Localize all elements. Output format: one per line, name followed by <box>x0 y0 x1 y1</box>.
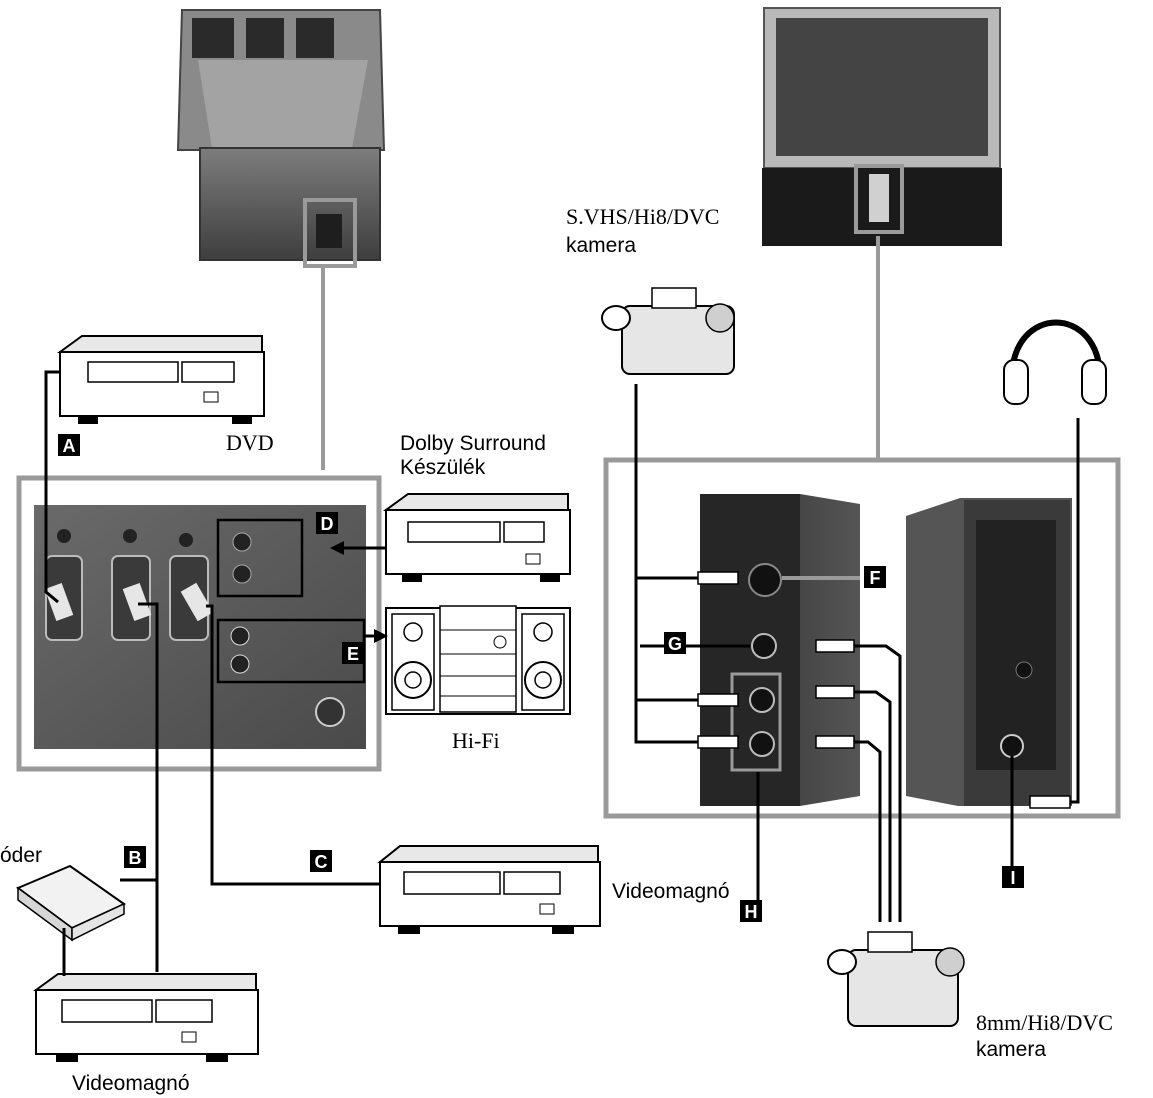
badge-g: G <box>664 632 686 654</box>
svg-text:C: C <box>315 852 328 872</box>
tv-rear-view <box>176 9 386 268</box>
left-cables <box>44 370 388 976</box>
badge-e: E <box>342 642 364 664</box>
rear-connector-panel <box>34 505 366 749</box>
svg-text:F: F <box>870 568 881 588</box>
svg-text:E: E <box>347 644 359 664</box>
right-cables <box>634 384 1080 922</box>
badge-f: F <box>864 566 886 588</box>
8mm-camcorder <box>827 931 965 1027</box>
label-svhs-line1: S.VHS/Hi8/DVC <box>566 204 719 229</box>
video-recorder-c <box>377 845 601 934</box>
label-videomagno-b: Videomagnó <box>72 1072 190 1095</box>
label-videomagno-c: Videomagnó <box>612 880 730 903</box>
side-panel-frame <box>603 457 1121 819</box>
label-hifi: Hi-Fi <box>452 728 500 753</box>
rear-panel-frame <box>16 475 382 772</box>
label-dolby-line1: Dolby Surround <box>400 432 546 455</box>
label-8mm-line1: 8mm/Hi8/DVC <box>976 1010 1113 1035</box>
svg-text:G: G <box>668 634 682 654</box>
dolby-surround-device <box>382 493 571 582</box>
label-8mm-line2: kamera <box>976 1038 1046 1061</box>
svhs-camcorder <box>601 287 735 375</box>
badge-d: D <box>316 512 338 534</box>
svg-text:H: H <box>745 902 758 922</box>
badge-b: B <box>124 846 146 868</box>
video-recorder-b <box>32 973 259 1062</box>
badge-h: H <box>740 900 762 922</box>
decoder-box <box>15 864 126 942</box>
svg-text:D: D <box>321 514 334 534</box>
label-decoder: óder <box>0 844 42 867</box>
badge-a: A <box>58 434 80 456</box>
dvd-player <box>56 335 265 424</box>
label-dolby-line2: Készülék <box>400 456 486 479</box>
svg-text:B: B <box>129 848 142 868</box>
headphones <box>1003 319 1107 405</box>
hifi-system <box>385 605 571 715</box>
svg-text:I: I <box>1010 868 1015 888</box>
label-dvd: DVD <box>226 430 274 455</box>
badge-i: I <box>1002 866 1024 888</box>
headphone-side-panel <box>906 498 1072 806</box>
label-svhs-line2: kamera <box>566 234 636 257</box>
svg-text:A: A <box>63 436 76 456</box>
front-av-panel <box>700 494 860 806</box>
tv-front-view <box>762 7 1002 246</box>
badge-c: C <box>310 850 332 872</box>
